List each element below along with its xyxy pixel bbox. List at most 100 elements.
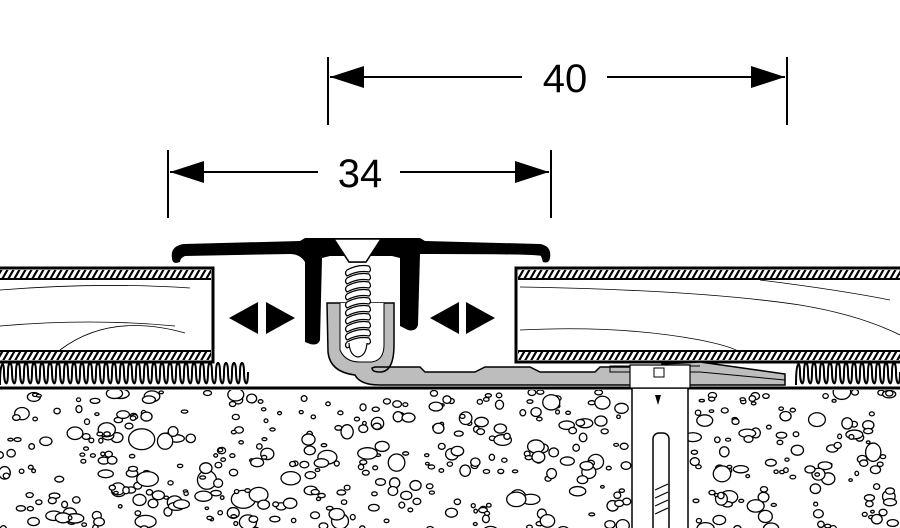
pebble xyxy=(94,412,100,417)
pebble xyxy=(310,488,320,496)
pebble xyxy=(383,518,390,524)
pebble xyxy=(717,491,725,500)
pebble xyxy=(340,499,348,506)
pebble xyxy=(620,461,632,471)
pebble xyxy=(506,491,527,508)
concrete-aggregate xyxy=(0,390,899,528)
pebble xyxy=(578,432,588,443)
pebble xyxy=(884,487,896,495)
pebble xyxy=(690,449,699,455)
pebble xyxy=(156,432,174,450)
pebble xyxy=(886,518,899,528)
pebble xyxy=(600,428,609,435)
pebble xyxy=(778,406,785,411)
pebble xyxy=(167,426,179,438)
pebble xyxy=(527,390,537,397)
expansion-arrows-right xyxy=(430,302,495,334)
arrow-right-icon xyxy=(466,302,495,334)
pebble xyxy=(301,433,316,446)
pebble xyxy=(837,433,843,440)
pebble xyxy=(280,470,302,486)
pebble xyxy=(401,412,416,423)
pebble xyxy=(750,401,757,406)
pebble xyxy=(39,436,53,447)
pebble xyxy=(227,390,245,402)
expansion-arrows-left xyxy=(229,302,295,334)
pebble xyxy=(536,390,545,395)
pebble xyxy=(359,403,367,412)
pebble xyxy=(27,516,40,527)
pebble xyxy=(568,426,578,435)
pebble xyxy=(176,463,184,469)
pebble xyxy=(531,450,546,464)
pebble xyxy=(427,464,436,470)
pebble xyxy=(878,508,888,517)
pebble xyxy=(814,472,821,477)
pebble xyxy=(554,409,561,415)
pebble xyxy=(140,411,153,422)
pebble xyxy=(614,402,629,414)
concrete-subfloor xyxy=(0,386,900,528)
pebble xyxy=(357,463,365,471)
pebble xyxy=(89,397,101,405)
floor-board-right xyxy=(514,266,900,364)
pebble xyxy=(374,440,390,453)
pebble xyxy=(402,402,409,408)
pebble xyxy=(425,483,434,490)
pebble xyxy=(792,431,800,438)
pebble xyxy=(872,483,881,491)
pebble xyxy=(511,469,519,474)
pebble xyxy=(11,414,21,422)
pebble xyxy=(167,480,174,486)
pebble xyxy=(402,451,410,456)
cover-profile xyxy=(171,238,551,345)
pebble xyxy=(568,485,587,497)
pebble xyxy=(88,437,95,444)
pebble xyxy=(885,390,894,397)
pebble xyxy=(613,491,622,500)
pebble xyxy=(134,510,142,517)
pebble xyxy=(269,427,276,432)
pebble xyxy=(870,513,883,525)
pebble xyxy=(233,520,239,527)
pebble xyxy=(618,488,626,494)
pebble xyxy=(180,409,189,414)
pebble xyxy=(775,431,788,439)
pebble xyxy=(459,413,466,420)
dimension-overall-width: 40 xyxy=(327,57,788,125)
pebble xyxy=(848,433,855,440)
pebble xyxy=(497,468,505,475)
pebble xyxy=(141,395,157,405)
pebble xyxy=(128,453,136,459)
pebble xyxy=(438,468,445,473)
pebble xyxy=(145,488,154,496)
arrow-left-icon xyxy=(229,302,258,334)
pebble xyxy=(696,521,715,528)
pebble xyxy=(272,501,280,508)
pebble xyxy=(707,396,716,402)
pebble xyxy=(450,445,465,457)
pebble xyxy=(615,518,630,528)
pebble xyxy=(731,418,740,426)
pebble xyxy=(220,457,227,463)
pebble xyxy=(619,442,629,451)
pebble xyxy=(248,515,259,524)
pebble xyxy=(2,472,11,480)
pebble xyxy=(865,440,871,445)
pebble xyxy=(453,430,464,437)
pebble xyxy=(230,429,237,435)
pebble xyxy=(31,468,37,474)
pebble xyxy=(833,441,842,450)
pebble xyxy=(470,457,481,467)
pebble xyxy=(484,393,493,398)
pebble xyxy=(616,414,621,420)
pebble xyxy=(230,514,238,519)
pebble xyxy=(720,407,729,414)
pebble xyxy=(349,513,356,521)
pebble xyxy=(738,498,745,504)
pebble xyxy=(765,424,772,430)
pebble xyxy=(106,455,118,465)
pebble xyxy=(27,464,34,470)
pebble xyxy=(98,437,104,444)
